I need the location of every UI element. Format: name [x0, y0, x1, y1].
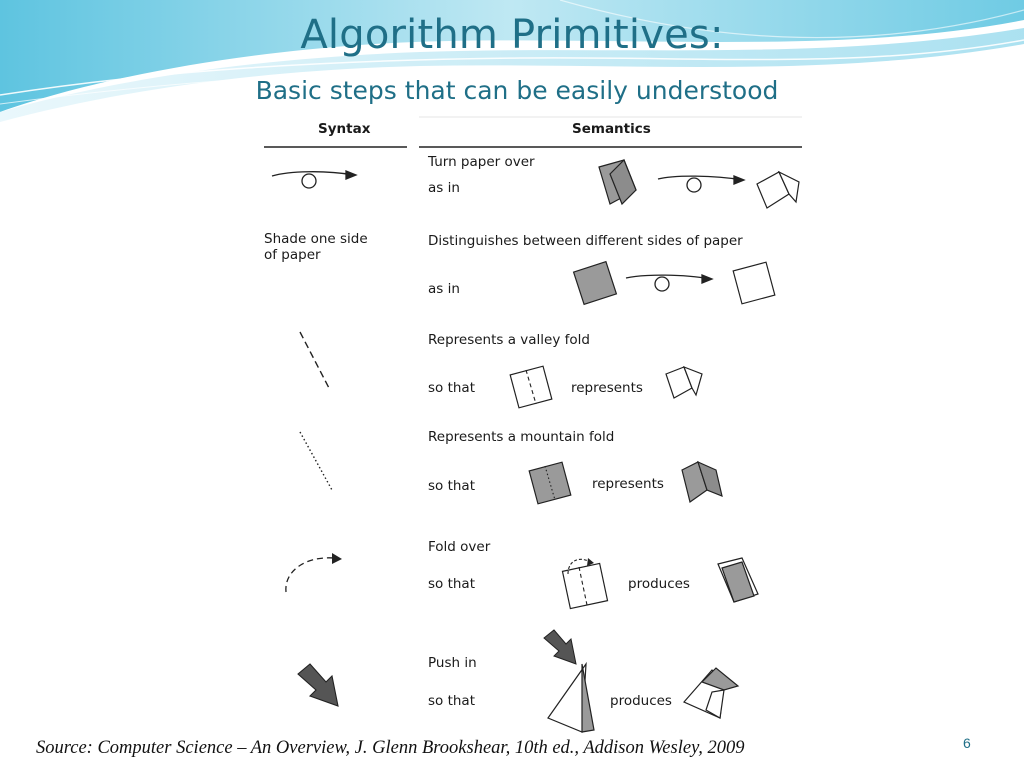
push-in-small-arrow-icon — [543, 629, 577, 665]
figure-drawing — [264, 116, 802, 733]
valley-book-icon — [665, 365, 703, 399]
row4-connector: so that — [428, 478, 475, 494]
folded-result-icon — [717, 557, 759, 603]
row3-connector: so that — [428, 380, 475, 396]
syntax-header: Syntax — [318, 121, 371, 137]
row1-connector: as in — [428, 180, 460, 196]
flip-arrow-icon — [625, 274, 714, 292]
row2-syntax-line1: Shade one side — [264, 231, 368, 247]
row2-syntax-line2: of paper — [264, 247, 321, 263]
valley-fold-line-icon — [299, 331, 331, 391]
turn-over-arrow-icon — [657, 175, 746, 193]
row2-semantics: Distinguishes between different sides of… — [428, 233, 743, 249]
row6-result-word: produces — [610, 693, 672, 709]
semantics-header: Semantics — [572, 121, 651, 137]
row3-semantics: Represents a valley fold — [428, 332, 590, 348]
header-swoosh — [0, 0, 1024, 122]
mountain-book-icon — [681, 460, 723, 503]
row4-result-word: represents — [592, 476, 664, 492]
cone-shape-icon — [547, 661, 595, 733]
push-in-arrow-icon — [297, 663, 339, 707]
white-square-icon — [732, 261, 776, 305]
valley-fold-square-icon — [509, 365, 553, 409]
shaded-book-icon — [598, 158, 637, 206]
fold-over-arrow-icon — [285, 553, 342, 593]
row4-semantics: Represents a mountain fold — [428, 429, 615, 445]
shaded-square-icon — [572, 260, 618, 306]
slide-title: Algorithm Primitives: — [300, 12, 724, 58]
white-book-icon — [756, 170, 800, 209]
page-number: 6 — [963, 735, 971, 751]
push-in-result-icon — [683, 667, 740, 719]
turn-over-symbol-icon — [271, 170, 358, 189]
origami-primitives-figure: Syntax Semantics Turn paper over as in S… — [264, 112, 804, 737]
row2-connector: as in — [428, 281, 460, 297]
mountain-fold-line-icon — [299, 431, 333, 491]
row6-semantics: Push in — [428, 655, 477, 671]
row5-connector: so that — [428, 576, 475, 592]
row1-semantics: Turn paper over — [428, 154, 535, 170]
source-citation: Source: Computer Science – An Overview, … — [36, 738, 745, 758]
row3-result-word: represents — [571, 380, 643, 396]
row6-connector: so that — [428, 693, 475, 709]
row5-semantics: Fold over — [428, 539, 491, 555]
slide-subtitle: Basic steps that can be easily understoo… — [255, 76, 779, 105]
fold-over-square-icon — [561, 558, 609, 610]
row5-result-word: produces — [628, 576, 690, 592]
mountain-fold-square-icon — [528, 461, 572, 505]
